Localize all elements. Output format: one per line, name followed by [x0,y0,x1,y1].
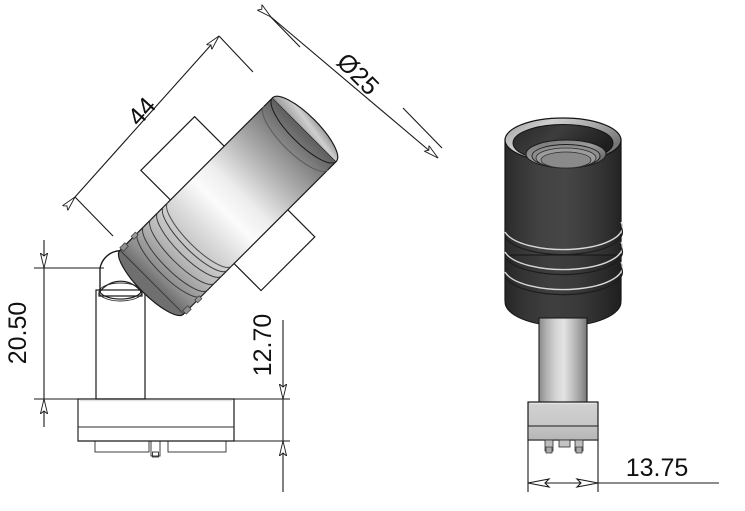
right-view-geometry [504,117,624,454]
right-view-contact-pins [544,439,584,454]
dimension-44-text: 44 [122,92,161,131]
dimension-12-70-text: 12.70 [249,314,277,377]
barrel-grooves [136,206,228,298]
dimension-20-50-text: 20.50 [4,302,32,365]
dimension-13-75-text: 13.75 [626,454,689,482]
left-view-base-block [77,398,235,442]
dimension-diameter-25-text: Ø25 [331,48,384,101]
right-view-grooves [504,221,624,296]
right-view-dark-body [504,117,624,327]
left-view-geometry [77,95,339,458]
right-view-stem [538,317,588,405]
right-view-base-block [527,401,599,441]
dimension-13-75: 13.75 [527,440,719,492]
left-view-base-pins [94,440,227,458]
dimension-20-50: 20.50 [4,240,104,427]
dimension-12-70: 12.70 [234,314,290,492]
